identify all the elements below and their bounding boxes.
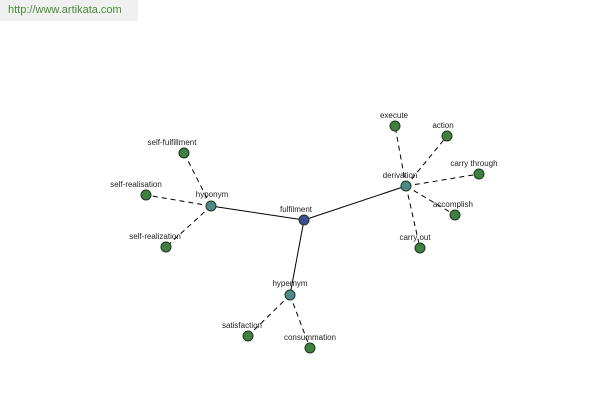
- edge-derivation-carry-out: [405, 185, 421, 249]
- word-node-self-realization[interactable]: [160, 241, 172, 253]
- relation-node-hyponym[interactable]: [205, 200, 217, 212]
- word-node-self-realisation-label[interactable]: self-realisation: [110, 180, 162, 189]
- word-node-carry-out-label[interactable]: carry out: [399, 233, 431, 242]
- word-node-action-label[interactable]: action: [432, 121, 453, 130]
- word-node-consummation-label[interactable]: consummation: [284, 333, 336, 342]
- word-node-accomplish[interactable]: [449, 209, 461, 221]
- center-node-fulfilment[interactable]: [298, 214, 310, 226]
- relation-node-derivation[interactable]: [400, 180, 412, 192]
- word-node-self-realisation[interactable]: [140, 189, 152, 201]
- nodes-layer: [140, 120, 485, 354]
- word-node-satisfaction[interactable]: [242, 330, 254, 342]
- edge-fulfilment-hyponym: [210, 205, 305, 221]
- edge-hypernym-consummation: [289, 294, 311, 349]
- site-url-link[interactable]: http://www.artikata.com: [0, 0, 138, 21]
- relation-node-hypernym-label[interactable]: hypernym: [272, 279, 307, 288]
- edge-derivation-accomplish: [405, 185, 456, 216]
- relation-node-hyponym-label[interactable]: hyponym: [196, 190, 229, 199]
- word-node-self-realization-label[interactable]: self-realization: [129, 232, 181, 241]
- word-node-accomplish-label[interactable]: accomplish: [433, 200, 473, 209]
- word-node-execute[interactable]: [389, 120, 401, 132]
- word-node-self-fulfillment-label[interactable]: self-fulfillment: [148, 138, 198, 147]
- edges-layer: [145, 125, 480, 349]
- word-node-carry-out[interactable]: [414, 242, 426, 254]
- relation-node-hypernym[interactable]: [284, 289, 296, 301]
- center-node-fulfilment-label[interactable]: fulfilment: [280, 205, 313, 214]
- word-node-execute-label[interactable]: execute: [380, 111, 409, 120]
- relation-node-derivation-label[interactable]: derivation: [383, 171, 418, 180]
- labels-layer: fulfilment hyponym derivation hypernym self-…: [110, 111, 497, 342]
- word-node-action[interactable]: [441, 130, 453, 142]
- word-node-self-fulfillment[interactable]: [178, 147, 190, 159]
- edge-hyponym-self-fulfillment: [183, 152, 212, 207]
- word-node-carry-through[interactable]: [473, 168, 485, 180]
- word-node-carry-through-label[interactable]: carry through: [450, 159, 497, 168]
- edge-hyponym-self-realization: [165, 205, 212, 248]
- word-node-satisfaction-label[interactable]: satisfaction: [222, 321, 262, 330]
- edge-fulfilment-derivation: [303, 185, 407, 221]
- edge-derivation-execute: [394, 125, 407, 187]
- edge-fulfilment-hypernym: [289, 219, 305, 296]
- edge-derivation-carry-through: [405, 173, 480, 187]
- edge-derivation-action: [405, 135, 448, 187]
- edge-hypernym-satisfaction: [247, 294, 291, 337]
- word-node-consummation[interactable]: [304, 342, 316, 354]
- edge-hyponym-self-realisation: [145, 194, 212, 207]
